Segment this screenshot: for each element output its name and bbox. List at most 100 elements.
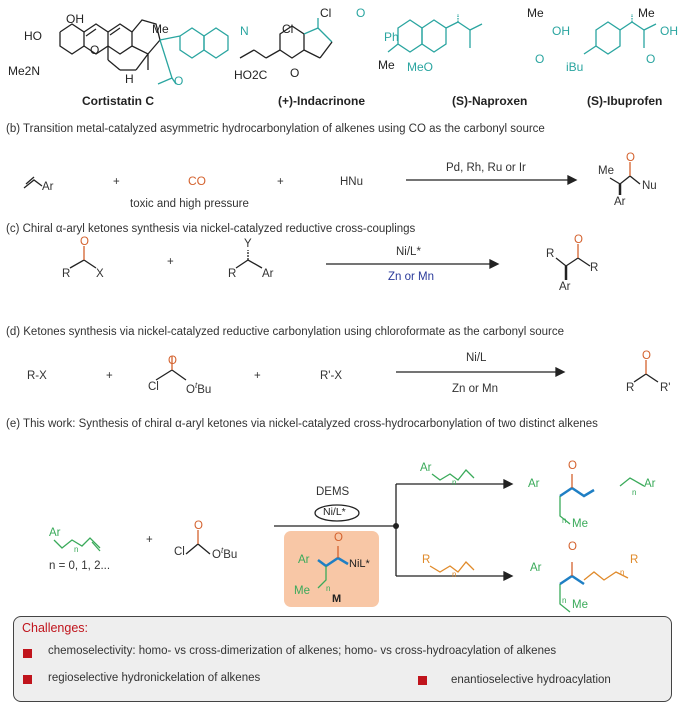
naproxen-meo: MeO xyxy=(407,60,434,74)
plus-e: + xyxy=(146,534,153,546)
product-b-nu: Nu xyxy=(642,180,657,192)
catalyst-b: Pd, Rh, Ru or Ir xyxy=(446,162,526,174)
product-d-rp: R' xyxy=(660,382,671,394)
naproxen-o: O xyxy=(535,52,545,66)
product-upper-o: O xyxy=(568,460,577,472)
bullet-square-icon xyxy=(23,649,32,658)
ibuprofen-ibu: iBu xyxy=(566,60,584,74)
product-upper-ar1: Ar xyxy=(528,478,540,490)
indacrinone-cl1: Cl xyxy=(320,6,332,20)
electrophile-ar: Ar xyxy=(262,268,274,280)
section-d-title: (d) Ketones synthesis via nickel-catalyz… xyxy=(6,326,565,338)
product-lower-n1: n xyxy=(562,596,567,605)
section-c-title: (c) Chiral α-aryl ketones synthesis via … xyxy=(6,223,416,235)
acyl-x: X xyxy=(96,268,104,280)
product-c-ar: Ar xyxy=(559,281,571,293)
reductant-d: Zn or Mn xyxy=(452,383,499,395)
plus-d1: + xyxy=(106,370,113,382)
chloroformate-otbu-e: OtBu xyxy=(212,546,237,561)
chloroformate-otbu-d: OtBu xyxy=(186,381,211,396)
catalyst-d: Ni/L xyxy=(466,352,487,364)
cortistatin-ketone-o: O xyxy=(174,74,184,88)
section-b-title: (b) Transition metal-catalyzed asymmetri… xyxy=(6,123,545,135)
bullet-square-icon xyxy=(23,675,32,684)
alkene-lower-n: n xyxy=(452,570,457,579)
indacrinone-structure xyxy=(239,18,333,59)
challenges-box: Challenges: chemoselectivity: homo- vs c… xyxy=(13,616,672,702)
ibuprofen-structure xyxy=(583,14,657,55)
alkene-lower-r: R xyxy=(422,554,431,566)
ibuprofen-me: Me xyxy=(638,6,655,20)
reductant-dems: DEMS xyxy=(316,486,350,498)
indacrinone-cl2: Cl xyxy=(282,22,294,36)
section-b-graphics xyxy=(23,174,641,195)
naproxen-oh: OH xyxy=(552,24,570,38)
compound-name-naproxen: (S)-Naproxen xyxy=(452,94,528,108)
product-c-r1: R xyxy=(546,248,555,260)
product-b-me: Me xyxy=(598,165,614,177)
product-upper-n2: n xyxy=(632,488,637,497)
product-c-r2: R xyxy=(590,262,599,274)
plus-c: + xyxy=(167,256,174,268)
styrene-vinyl-bond xyxy=(23,179,43,189)
reactant-rx: R-X xyxy=(27,370,47,382)
cortistatin-me2n: Me2N xyxy=(8,64,41,78)
cortistatin-isoquinoline xyxy=(157,27,229,85)
challenges-title: Challenges: xyxy=(22,621,89,635)
cortistatin-me: Me xyxy=(152,22,169,36)
catalyst-e: Ni/L* xyxy=(323,506,346,518)
ibuprofen-oh: OH xyxy=(660,24,678,38)
compound-name-ibuprofen: (S)-Ibuprofen xyxy=(587,94,663,108)
section-e-title: (e) This work: Synthesis of chiral α-ary… xyxy=(6,418,598,430)
cortistatin-n: N xyxy=(240,24,249,38)
product-lower-r: R xyxy=(630,554,639,566)
cortistatin-ho: HO xyxy=(24,29,42,43)
indacrinone-ph: Ph xyxy=(384,30,399,44)
cortistatin-o-bridge: O xyxy=(90,43,100,57)
product-lower-me: Me xyxy=(572,599,588,611)
n-values: n = 0, 1, 2... xyxy=(49,560,111,572)
indacrinone-ether-o: O xyxy=(290,66,300,80)
product-d-o: O xyxy=(642,350,651,362)
product-d-r: R xyxy=(626,382,635,394)
product-upper-me: Me xyxy=(572,518,588,530)
intermediate-o: O xyxy=(334,532,343,544)
intermediate-nil: NiL* xyxy=(349,558,370,570)
alkene-ar: Ar xyxy=(49,527,61,539)
indacrinone-o: O xyxy=(356,6,366,20)
o-atom: O xyxy=(186,383,195,396)
bullet-square-icon xyxy=(418,676,427,685)
alkene-upper-ar: Ar xyxy=(420,462,432,474)
product-b-o: O xyxy=(626,152,635,164)
alkene-upper-n: n xyxy=(452,478,457,487)
product-lower-n2: n xyxy=(620,568,625,577)
catalyst-cycle-icon xyxy=(314,504,360,522)
nucleophile-label: HNu xyxy=(340,176,364,188)
o-atom: O xyxy=(212,548,221,561)
naproxen-me: Me xyxy=(527,6,544,20)
compound-name-indacrinone: (+)-Indacrinone xyxy=(278,94,366,108)
co-label: CO xyxy=(188,174,206,188)
chloroformate-cl-d: Cl xyxy=(148,381,159,393)
plus-b2: + xyxy=(277,176,284,188)
challenge-item: enantioselective hydroacylation xyxy=(451,674,611,686)
product-c-o: O xyxy=(574,234,583,246)
co-note: toxic and high pressure xyxy=(130,198,249,210)
chloroformate-o-e: O xyxy=(194,520,203,532)
catalyst-c: Ni/L* xyxy=(396,246,421,258)
product-b-ar: Ar xyxy=(614,196,626,208)
acyl-o: O xyxy=(80,236,89,248)
indacrinone-ho2c: HO2C xyxy=(234,68,268,82)
tert-prefix: t xyxy=(220,546,224,555)
intermediate-m-box xyxy=(284,531,379,607)
naproxen-structure xyxy=(387,14,483,53)
intermediate-n: n xyxy=(326,584,331,593)
intermediate-label-m: M xyxy=(332,593,342,605)
butyl: Bu xyxy=(197,383,212,396)
styrene-ar: Ar xyxy=(42,181,54,193)
alkene-n: n xyxy=(74,545,79,554)
cortistatin-oh: OH xyxy=(66,12,84,26)
chloroformate-cl-e: Cl xyxy=(174,546,185,558)
